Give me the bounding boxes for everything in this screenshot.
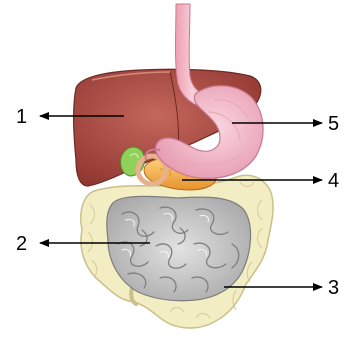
label-5: 5 [328, 113, 339, 135]
label-4: 4 [328, 170, 339, 192]
label-2: 2 [16, 233, 27, 255]
label-1: 1 [16, 106, 27, 128]
small-intestine [107, 196, 251, 300]
label-3: 3 [328, 277, 339, 299]
